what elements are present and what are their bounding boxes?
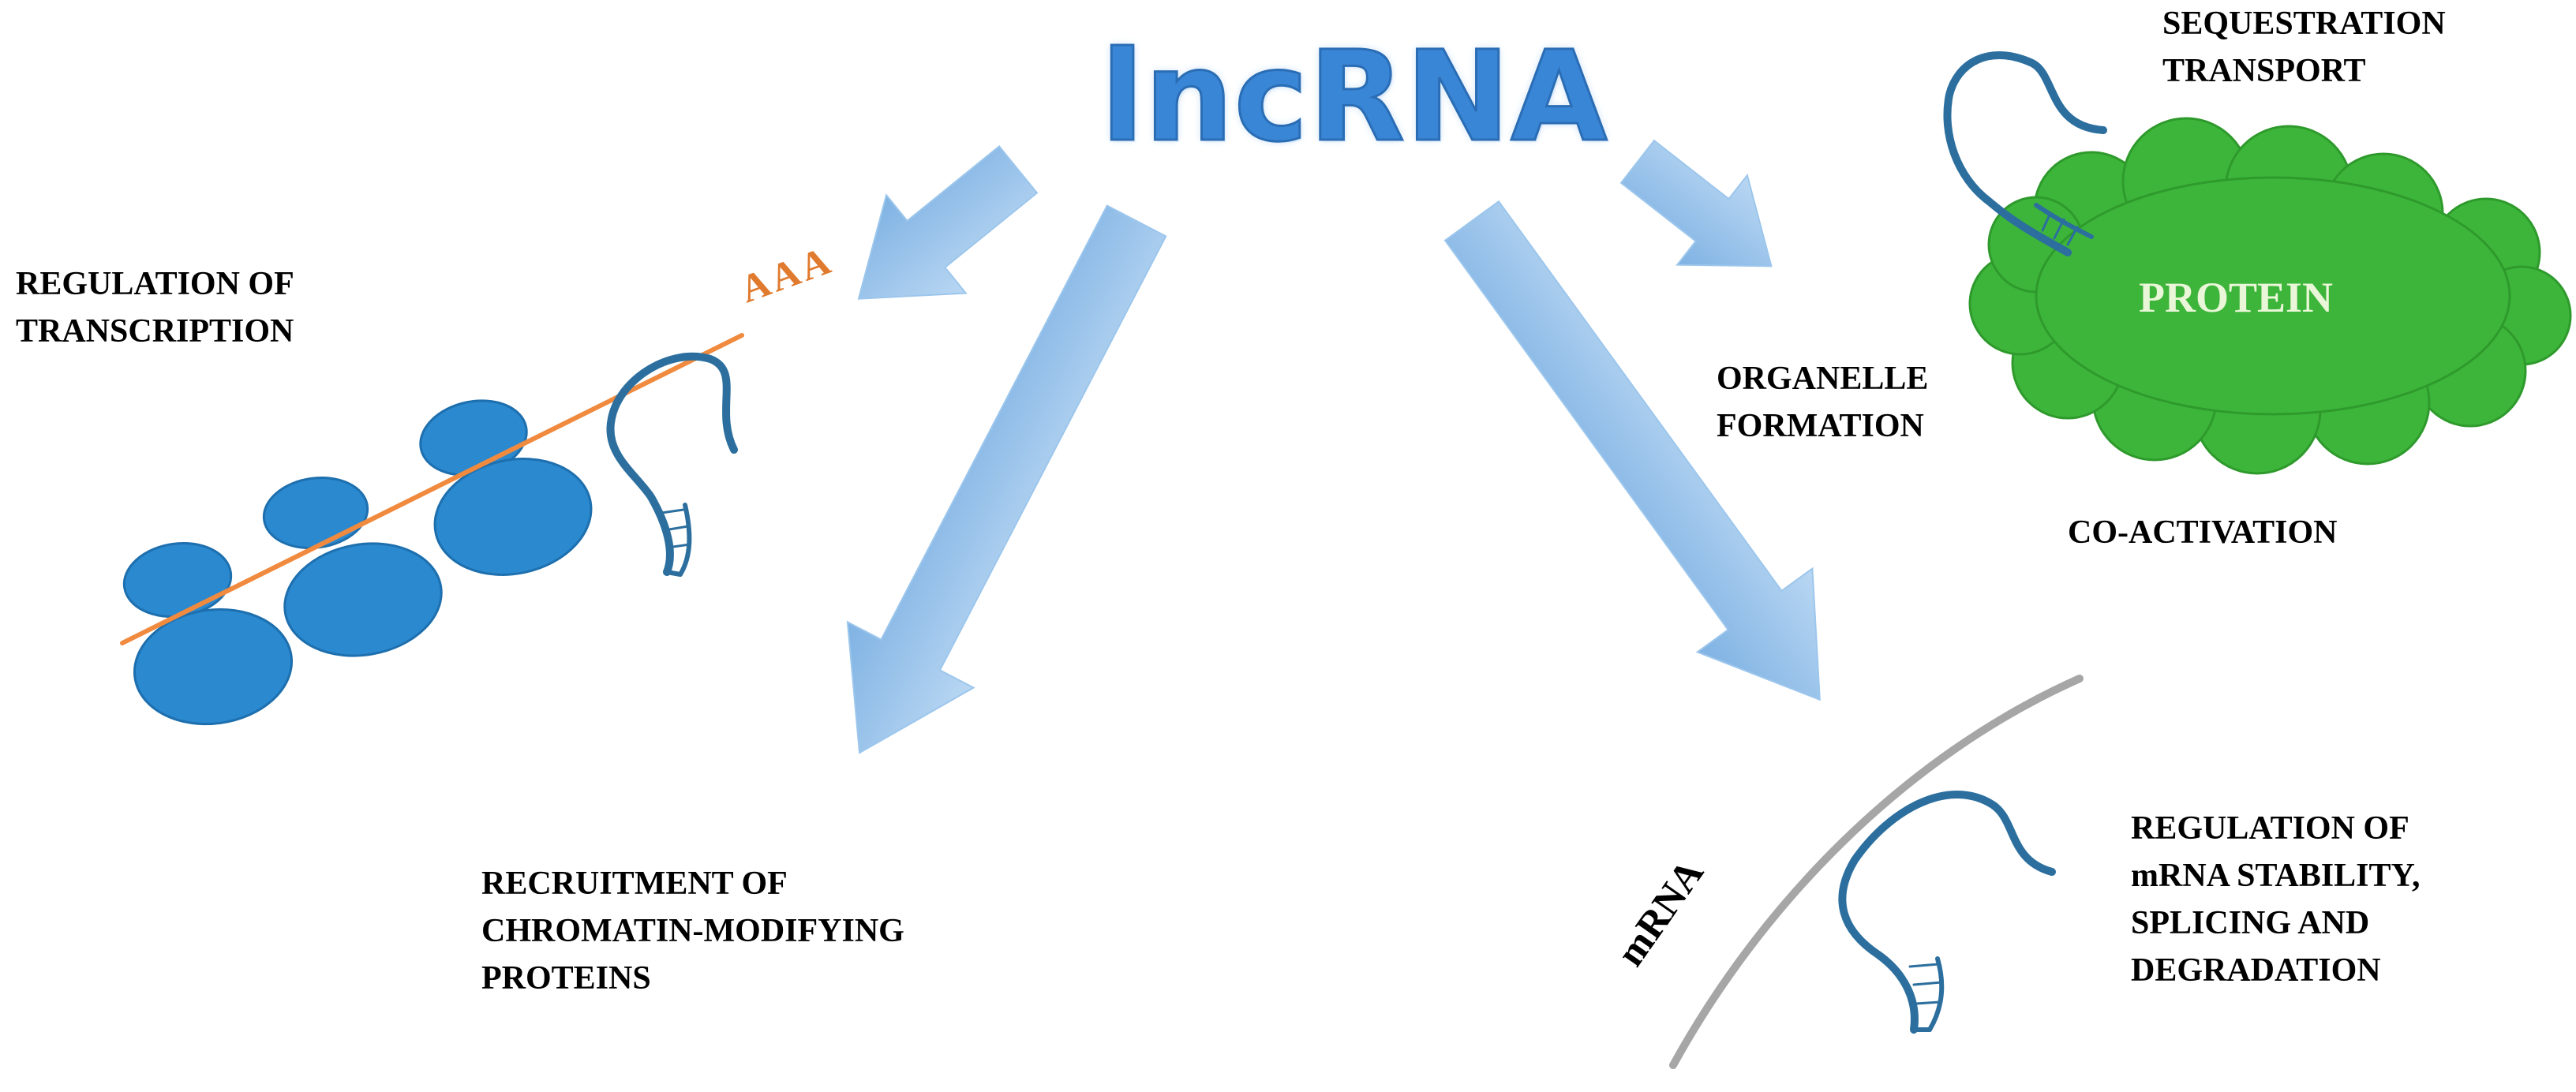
label-line: REGULATION OF	[16, 266, 294, 302]
nucleosome	[433, 458, 593, 576]
label-recruitment: RECRUITMENT OF CHROMATIN-MODIFYING PROTE…	[481, 860, 904, 1002]
lncrna-hairpin-mrna	[1838, 791, 2056, 1034]
arrow-to-recruitment	[846, 204, 1167, 754]
label-line: FORMATION	[1717, 408, 1924, 444]
arrow-to-mrna	[1443, 200, 1821, 701]
nucleosome	[133, 608, 294, 726]
label-line: SPLICING AND	[2131, 905, 2370, 941]
lncrna-sequestration	[1943, 51, 2107, 256]
arrow-to-protein	[1619, 139, 1773, 267]
nucleosome-group	[122, 399, 593, 726]
protein-label: PROTEIN	[2139, 274, 2334, 321]
protein-cloud	[1968, 117, 2572, 475]
label-mrna-regulation: REGULATION OF mRNA STABILITY, SPLICING A…	[2131, 805, 2420, 994]
label-line: mRNA STABILITY,	[2131, 858, 2421, 894]
arrow-to-transcription	[857, 145, 1039, 300]
label-line: RECRUITMENT OF	[481, 866, 788, 902]
label-regulation-of-transcription: REGULATION OF TRANSCRIPTION	[16, 260, 294, 355]
label-line: CHROMATIN-MODIFYING	[481, 913, 904, 949]
nucleosome	[283, 542, 443, 657]
label-line: ORGANELLE	[1717, 361, 1929, 397]
label-sequestration-transport: SEQUESTRATION TRANSPORT	[2162, 0, 2446, 95]
label-line: TRANSPORT	[2162, 53, 2366, 89]
label-line: REGULATION OF	[2131, 810, 2409, 847]
label-line: TRANSCRIPTION	[16, 313, 294, 350]
label-line: PROTEINS	[481, 960, 651, 997]
lncrna-title: lncRNA	[1099, 24, 1608, 171]
dna-strand	[120, 333, 744, 645]
lncrna-hairpin-transcription	[606, 352, 738, 577]
label-co-activation: CO-ACTIVATION	[2068, 514, 2338, 551]
mrna-strand	[1669, 675, 2084, 1069]
label-organelle-formation: ORGANELLE FORMATION	[1717, 355, 1928, 450]
label-line: SEQUESTRATION	[2162, 6, 2446, 42]
nucleosome	[262, 476, 369, 550]
label-line: DEGRADATION	[2131, 952, 2381, 989]
